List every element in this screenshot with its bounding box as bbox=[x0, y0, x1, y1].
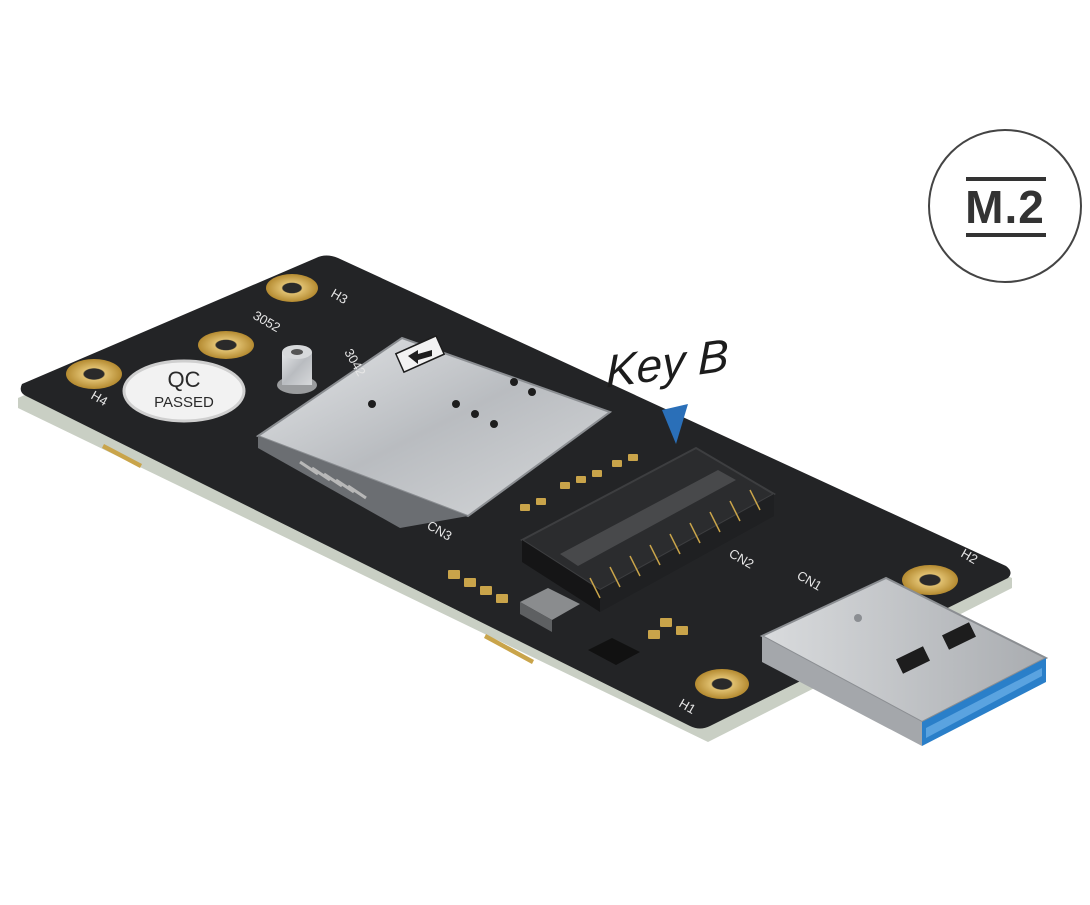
qc-passed-stamp: QC PASSED bbox=[122, 359, 246, 423]
gold-edge-contacts bbox=[102, 444, 534, 664]
sim-card-holder bbox=[255, 334, 613, 528]
label-h1: H1 bbox=[677, 696, 699, 717]
smd-components bbox=[448, 454, 688, 639]
usb-a-plug bbox=[759, 576, 1049, 746]
inductor bbox=[520, 588, 580, 632]
qc-stamp-line1: QC bbox=[168, 367, 201, 392]
standoff-post bbox=[277, 345, 317, 394]
m2-badge-label: M.2 bbox=[965, 181, 1045, 233]
key-b-arrow-icon bbox=[662, 404, 688, 444]
m2-socket bbox=[520, 446, 777, 612]
pcb-board bbox=[20, 255, 1011, 729]
m2-badge-top-rule bbox=[966, 177, 1046, 181]
m2-badge: M.2 bbox=[928, 129, 1082, 283]
label-h2: H2 bbox=[959, 546, 981, 567]
label-h3: H3 bbox=[329, 286, 351, 307]
m2-badge-bottom-rule bbox=[966, 233, 1046, 237]
silkscreen-labels: H1 H2 H3 H4 CN1 CN2 CN3 3052 3042 bbox=[89, 286, 981, 717]
label-h4: H4 bbox=[89, 388, 111, 409]
mounting-holes bbox=[66, 274, 958, 699]
regulator-chip bbox=[588, 638, 640, 665]
qc-stamp-line2: PASSED bbox=[154, 394, 214, 411]
